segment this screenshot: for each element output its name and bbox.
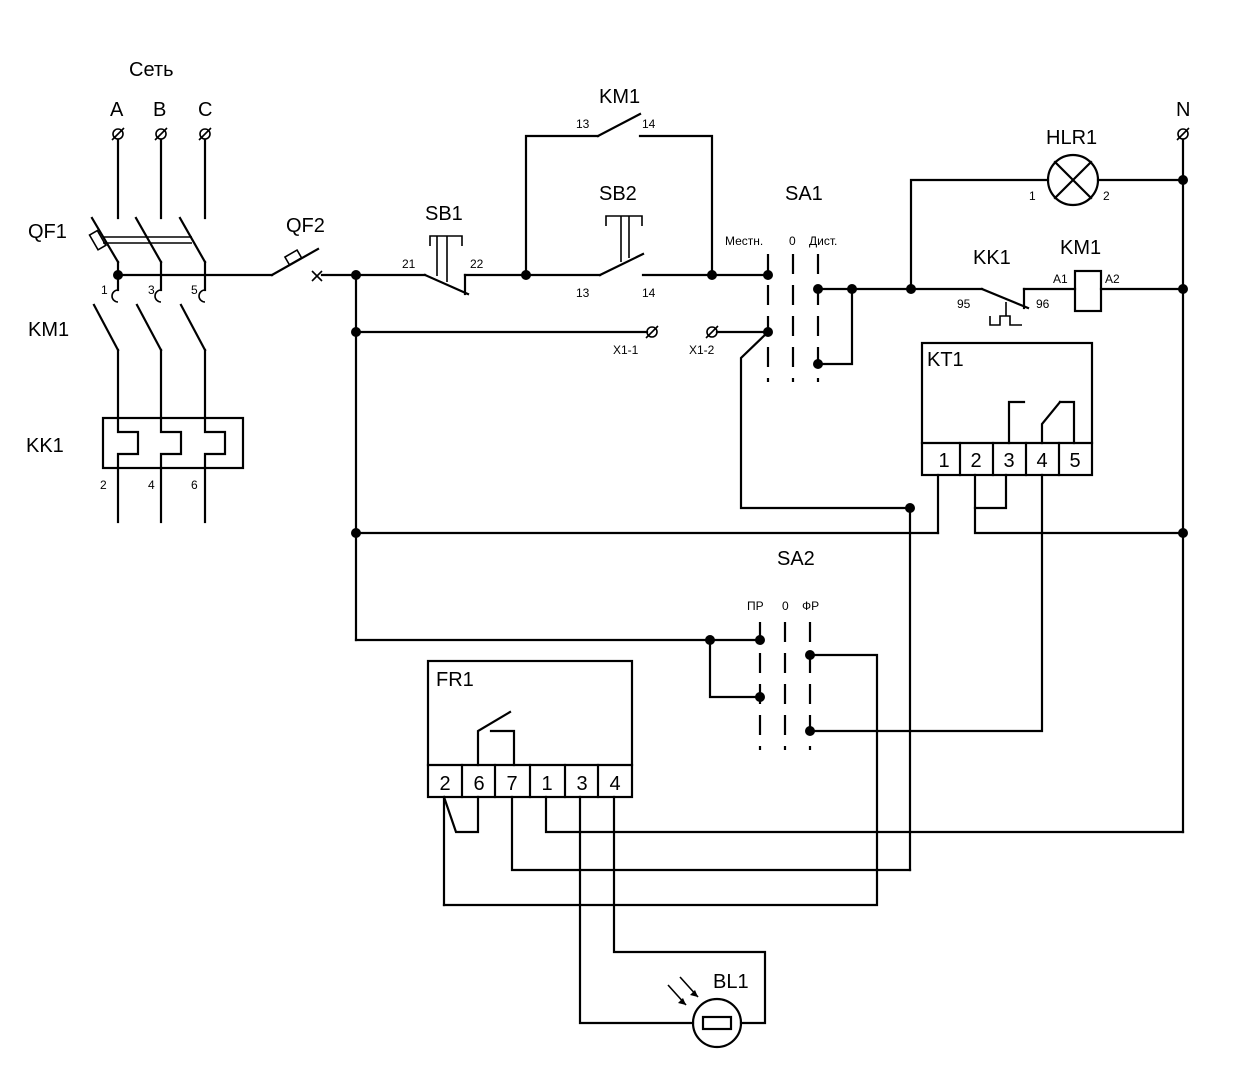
phase-b-label: B [153,99,166,121]
kt1-terminal-2: 2 [970,450,981,472]
pin-x1-2: X1-2 [689,343,715,357]
pin-kk1-95: 95 [957,297,971,311]
network-label: Сеть [129,59,173,81]
sa2-label: SA2 [777,548,815,570]
pin-hlr1-1: 1 [1029,189,1036,203]
fr1-terminal-3: 3 [576,773,587,795]
pin-sb2-13: 13 [576,286,590,300]
pin-sb2-14: 14 [642,286,656,300]
neutral-label: N [1176,99,1190,121]
fr1-terminal-1: 1 [541,773,552,795]
pin-qf1-1: 1 [101,283,108,297]
pin-sb1-22: 22 [470,257,484,271]
sa1-pos-zero: 0 [789,234,796,248]
phase-terminals [111,127,212,141]
kt1-terminal-5: 5 [1069,450,1080,472]
qf2-label: QF2 [286,215,325,237]
fr1-terminal-7: 7 [506,773,517,795]
qf1-label: QF1 [28,221,67,243]
hlr1-label: HLR1 [1046,127,1097,149]
pin-qf1-3: 3 [148,283,155,297]
phase-a-label: A [110,99,124,121]
sa2-pos-manual: ПР [747,599,764,613]
sa2-selector [354,622,879,907]
phase-c-label: C [198,99,212,121]
pin-kk1-2: 2 [100,478,107,492]
fr1-terminal-2: 2 [439,773,450,795]
sa1-label: SA1 [785,183,823,205]
pin-coil-a1: A1 [1053,272,1068,286]
km1-contactor-label: KM1 [28,319,69,341]
bl1-label: BL1 [713,971,749,993]
middle-wiring [351,473,1185,872]
right-branch [816,127,1190,834]
pin-kk1-96: 96 [1036,297,1050,311]
km1-aux-label: KM1 [599,86,640,108]
power-section [88,138,245,524]
kk1-relay-label: KK1 [26,435,64,457]
fr1-relay [426,659,1185,1025]
pin-km1-14: 14 [642,117,656,131]
sa1-pos-local: Местн. [725,234,763,248]
control-top-line [113,112,773,642]
kt1-terminal-4: 4 [1036,450,1047,472]
sb2-label: SB2 [599,183,637,205]
pin-coil-a2: A2 [1105,272,1120,286]
pin-sb1-21: 21 [402,257,416,271]
pin-kk1-6: 6 [191,478,198,492]
pin-x1-1: X1-1 [613,343,639,357]
kt1-label: KT1 [927,349,964,371]
pin-hlr1-2: 2 [1103,189,1110,203]
km1-coil-label: KM1 [1060,237,1101,259]
sa1-pos-remote: Дист. [809,234,837,248]
pin-qf1-5: 5 [191,283,198,297]
pin-kk1-4: 4 [148,478,155,492]
sa2-pos-photo: ФР [802,599,819,613]
kt1-terminal-3: 3 [1003,450,1014,472]
kt1-terminal-1: 1 [938,450,949,472]
sb1-label: SB1 [425,203,463,225]
fr1-terminal-6: 6 [473,773,484,795]
sa1-selector [739,254,912,510]
fr1-label: FR1 [436,669,474,691]
pin-km1-13: 13 [576,117,590,131]
bl1-photosensor-icon [667,976,743,1049]
fr1-terminal-4: 4 [609,773,620,795]
kk1-contact-label: KK1 [973,247,1011,269]
sa2-pos-zero: 0 [782,599,789,613]
